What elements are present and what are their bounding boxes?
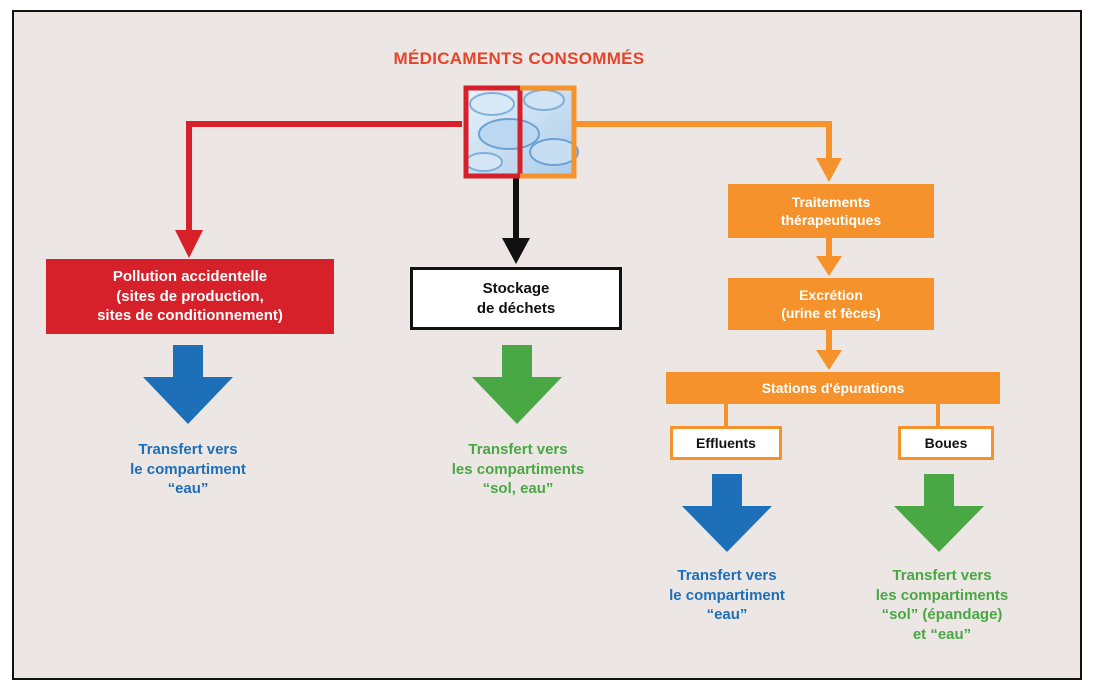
orange-arrowhead-3 — [816, 350, 842, 370]
orange-arrowhead-1 — [816, 158, 842, 182]
green-down-arrow-middle — [472, 345, 562, 424]
diagram-title: MÉDICAMENTS CONSOMMÉS — [393, 49, 645, 68]
blue-down-arrow-effluents — [682, 474, 772, 552]
stations-label: Stations d'épurations — [761, 379, 905, 396]
traitements-box: Traitements thérapeutiques — [728, 184, 934, 238]
transfer-text-effluents: Transfert vers le compartiment “eau” — [669, 567, 785, 623]
effluents-box: Effluents — [670, 426, 782, 460]
boues-label: Boues — [924, 434, 968, 451]
pills-photo-icon — [463, 85, 579, 179]
stockage-label: Stockage de déchets — [476, 280, 556, 317]
pollution-label: Pollution accidentelle (sites de product… — [97, 268, 283, 325]
transfer-text-middle: Transfert vers les compartiments “sol, e… — [451, 441, 585, 497]
green-down-arrow-boues — [894, 474, 984, 552]
boues-box: Boues — [898, 426, 994, 460]
excretion-box: Excrétion (urine et fèces) — [728, 278, 934, 330]
pollution-box: Pollution accidentelle (sites de product… — [46, 259, 334, 334]
transfer-text-boues: Transfert vers les compartiments “sol” (… — [875, 567, 1009, 643]
black-arrowhead — [502, 238, 530, 264]
stockage-box: Stockage de déchets — [410, 267, 622, 330]
orange-connector — [576, 121, 940, 428]
traitements-label: Traitements thérapeutiques — [780, 193, 882, 228]
red-connector — [175, 121, 462, 258]
orange-arrowhead-2 — [816, 256, 842, 276]
effluents-label: Effluents — [696, 434, 756, 451]
diagram-frame: MÉDICAMENTS CONSOMMÉS Pollution accident… — [12, 10, 1082, 680]
red-arrowhead — [175, 230, 203, 258]
blue-down-arrow-left — [143, 345, 233, 424]
excretion-label: Excrétion (urine et fèces) — [781, 286, 881, 321]
black-connector — [502, 178, 530, 264]
transfer-text-left: Transfert vers le compartiment “eau” — [130, 441, 246, 497]
stations-box: Stations d'épurations — [666, 372, 1000, 404]
connector-layer — [143, 85, 984, 552]
